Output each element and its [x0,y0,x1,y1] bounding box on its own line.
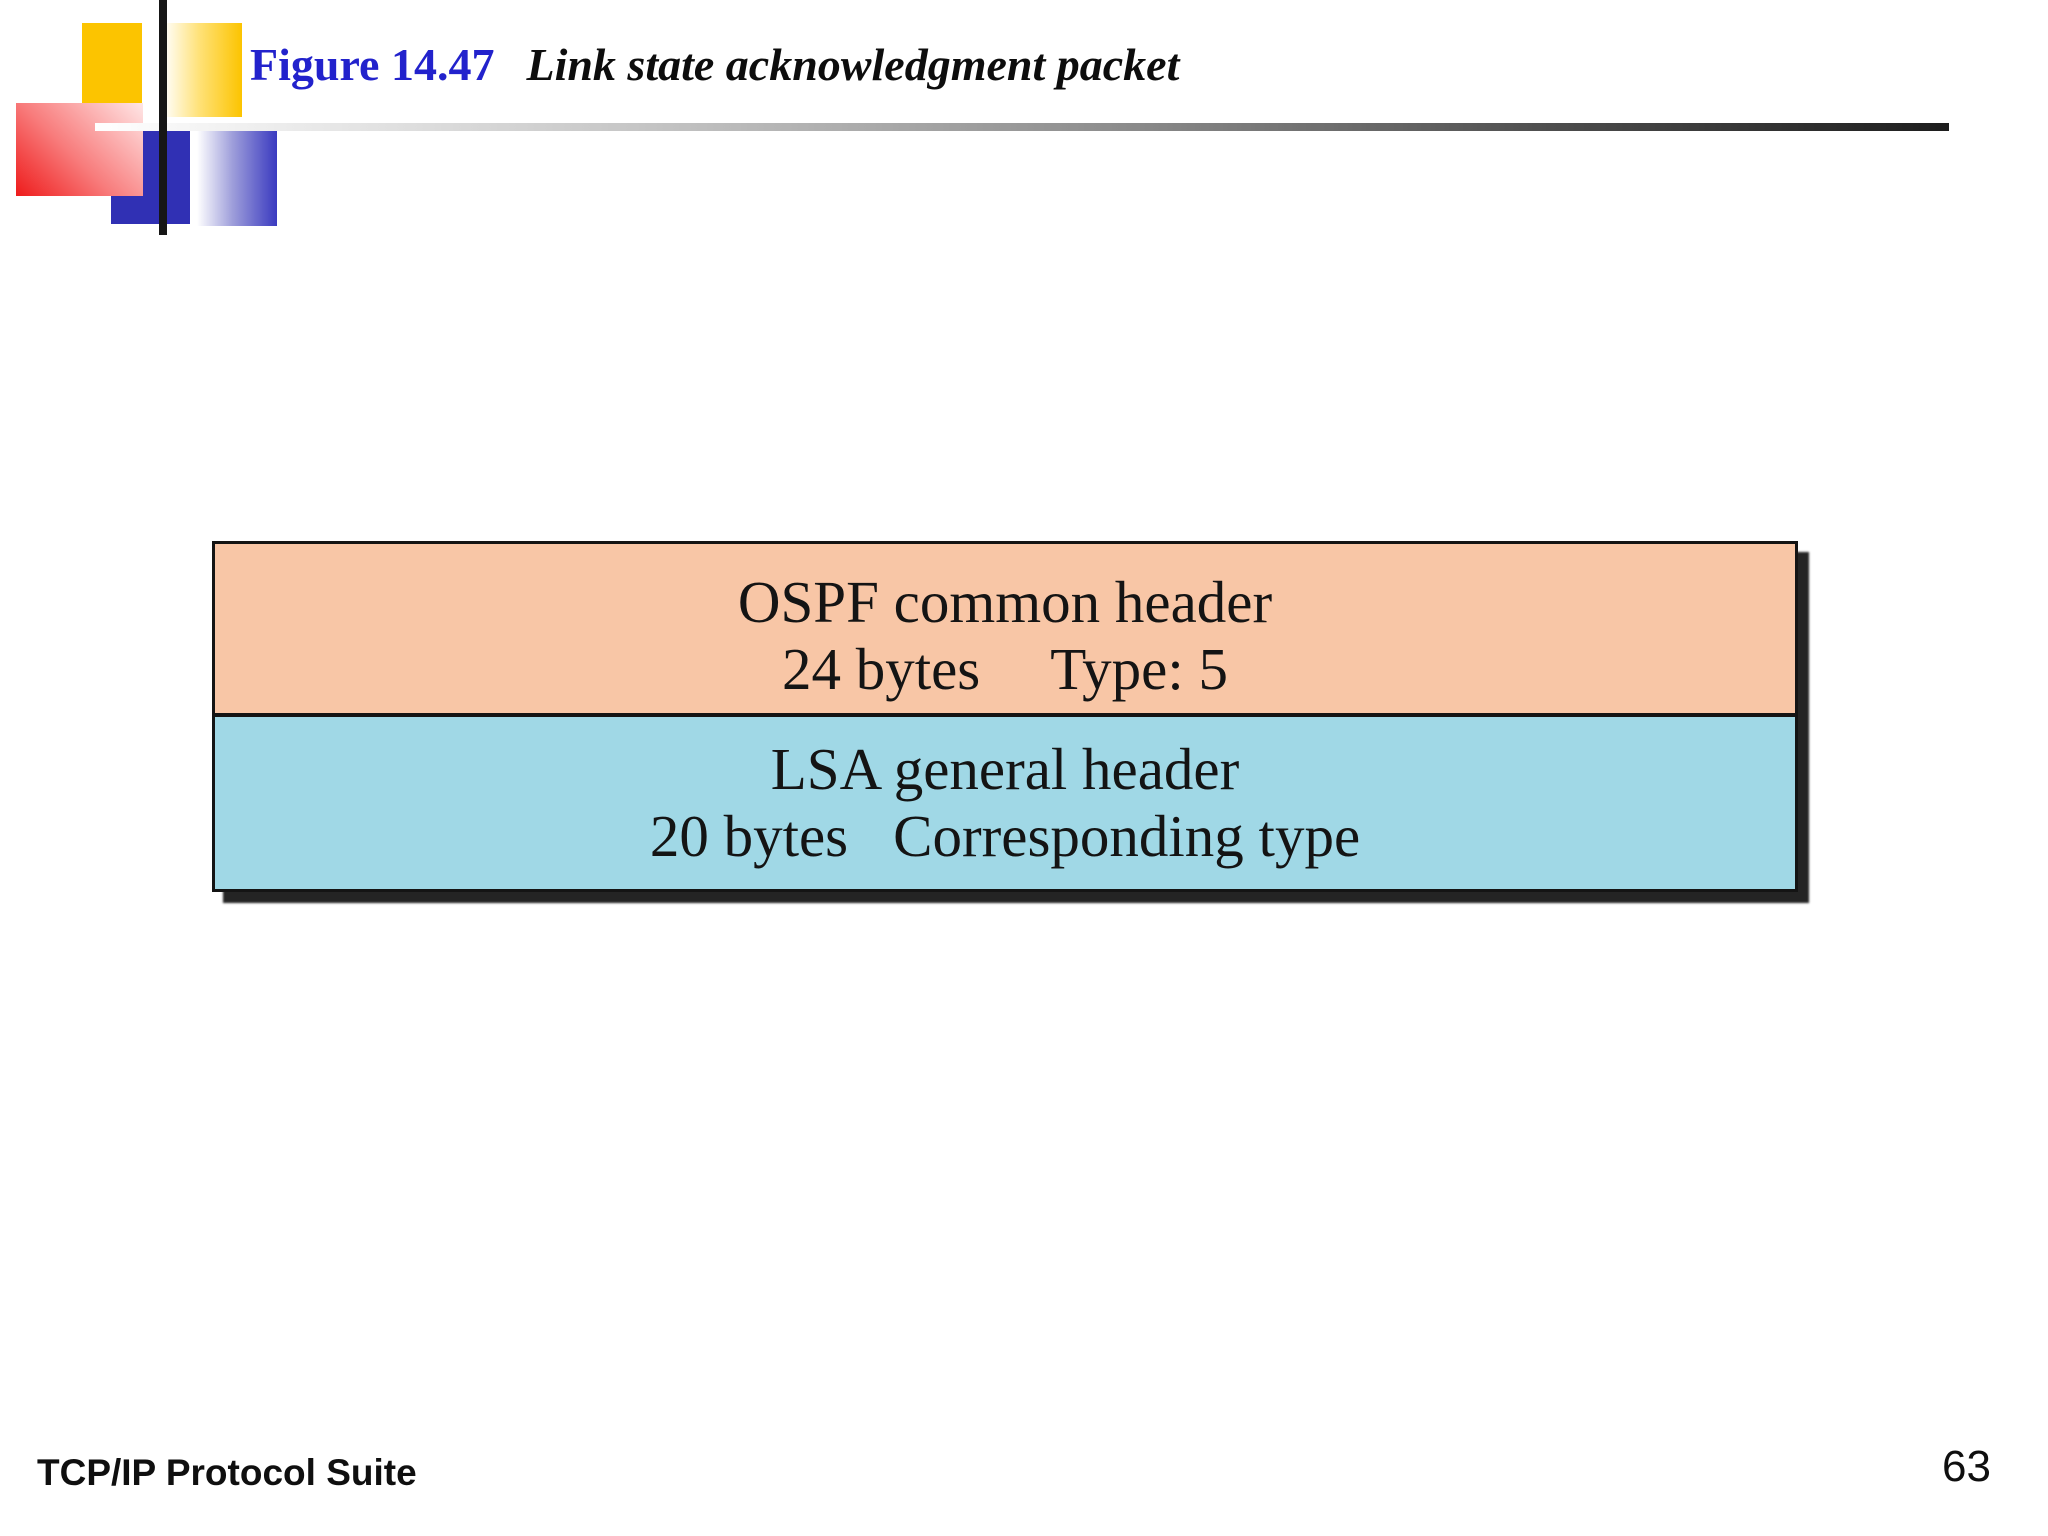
logo-yellow-square [82,23,142,115]
footer-book-title: TCP/IP Protocol Suite [37,1452,417,1493]
ospf-header-details: 24 bytes Type: 5 [782,636,1228,703]
figure-number-label: Figure 14.47 [250,39,495,90]
logo-yellow-gradient-square [163,23,242,117]
slide-title: Figure 14.47 Link state acknowledgment p… [250,38,1179,91]
logo-blue-gradient-square [197,127,277,226]
logo-red-gradient-square [16,103,143,196]
page-number: 63 [1942,1442,1991,1491]
ospf-header-title: OSPF common header [737,569,1273,636]
ospf-type-label: Type: 5 [1050,636,1229,703]
packet-diagram: OSPF common header 24 bytes Type: 5 LSA … [212,541,1798,892]
title-underline-rule [95,123,1949,131]
ospf-size-label: 24 bytes [781,636,981,703]
ospf-common-header-section: OSPF common header 24 bytes Type: 5 [215,544,1795,717]
logo-vertical-line [159,0,167,235]
lsa-type-label: Corresponding type [893,802,1361,869]
lsa-size-label: 20 bytes [649,802,849,869]
figure-caption: Link state acknowledgment packet [526,39,1180,90]
lsa-general-header-section: LSA general header 20 bytes Correspondin… [215,716,1795,889]
lsa-header-details: 20 bytes Corresponding type [650,803,1360,870]
lsa-header-title: LSA general header [770,735,1240,802]
